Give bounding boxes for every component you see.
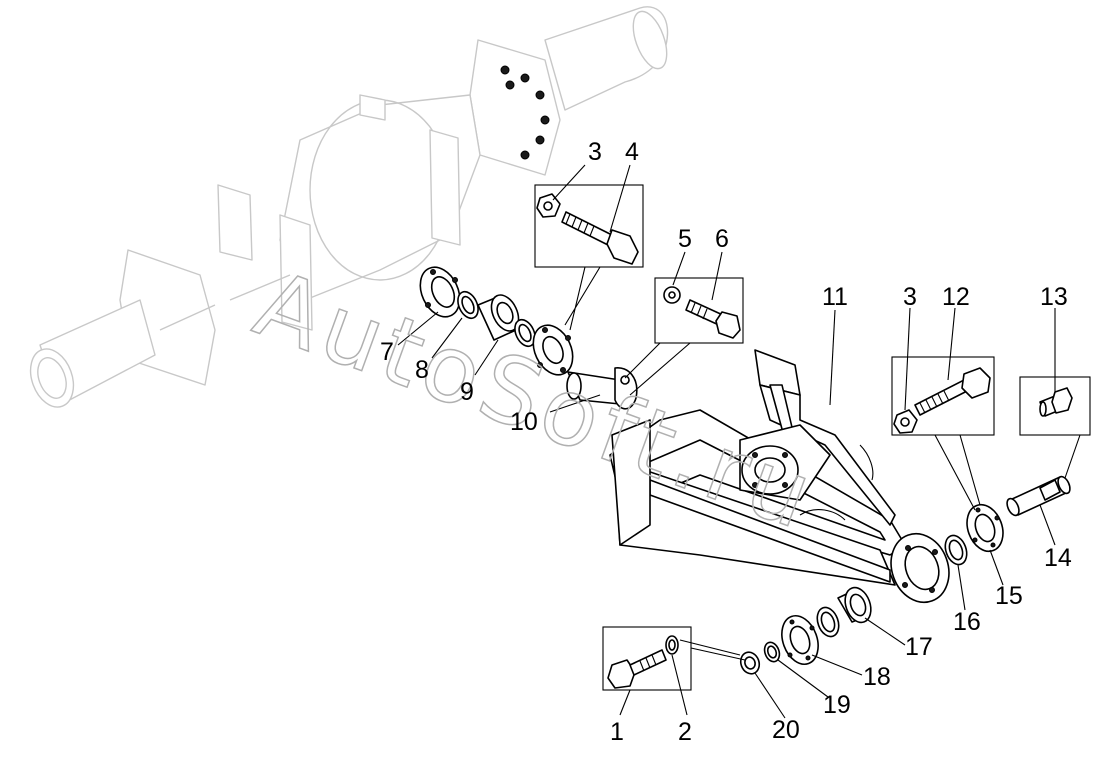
callout-5: 5 <box>678 225 692 253</box>
pin-part-14 <box>1006 475 1071 517</box>
flange-part-15 <box>966 503 1004 553</box>
bearing-part-17 <box>837 586 872 624</box>
callout-7: 7 <box>380 338 394 366</box>
flange-ring-part <box>532 324 574 376</box>
pin-part-10 <box>566 367 638 410</box>
bolt-kit-box-5-6 <box>654 277 744 344</box>
callout-6: 6 <box>715 225 729 253</box>
callout-8: 8 <box>415 356 429 384</box>
leader-lines <box>397 164 1081 719</box>
ring-part-16 <box>944 534 968 566</box>
ring-part-17b <box>816 606 840 638</box>
callout-11: 11 <box>822 283 848 311</box>
ring-part-19 <box>763 641 781 663</box>
callout-14: 14 <box>1044 544 1072 572</box>
callout-3b: 3 <box>903 283 917 311</box>
callout-16: 16 <box>953 608 981 636</box>
watermark-text: AutoSoft.ru <box>242 250 830 551</box>
callout-3a: 3 <box>588 138 602 166</box>
o-ring-part-8 <box>457 290 479 320</box>
callout-2: 2 <box>678 718 692 746</box>
callout-17: 17 <box>905 633 933 661</box>
bolt-kit-box-3-4 <box>534 184 644 268</box>
fitting-box-13 <box>1019 376 1091 436</box>
callout-15: 15 <box>995 582 1023 610</box>
seal-flange-part-7 <box>419 266 461 318</box>
callout-labels: 3 4 5 6 7 8 9 10 11 3 12 13 14 15 16 17 … <box>380 138 1072 746</box>
callout-10: 10 <box>510 408 538 436</box>
callout-20: 20 <box>772 716 800 744</box>
bolt-kit-box-3-12 <box>891 356 995 436</box>
callout-13: 13 <box>1040 283 1068 311</box>
callout-9: 9 <box>460 378 474 406</box>
callout-4: 4 <box>625 138 639 166</box>
ring-part-9b <box>514 318 536 348</box>
torque-arm-part-11 <box>609 349 950 604</box>
flange-bolts <box>500 65 550 160</box>
callout-12: 12 <box>942 283 970 311</box>
bolt-kit-box-1-2 <box>602 626 692 691</box>
flange-part-18 <box>781 614 819 666</box>
callout-19: 19 <box>823 691 851 719</box>
callout-18: 18 <box>863 663 891 691</box>
callout-1: 1 <box>610 718 624 746</box>
axle-housing-ghost <box>29 6 669 408</box>
nut-part-20 <box>739 651 761 675</box>
